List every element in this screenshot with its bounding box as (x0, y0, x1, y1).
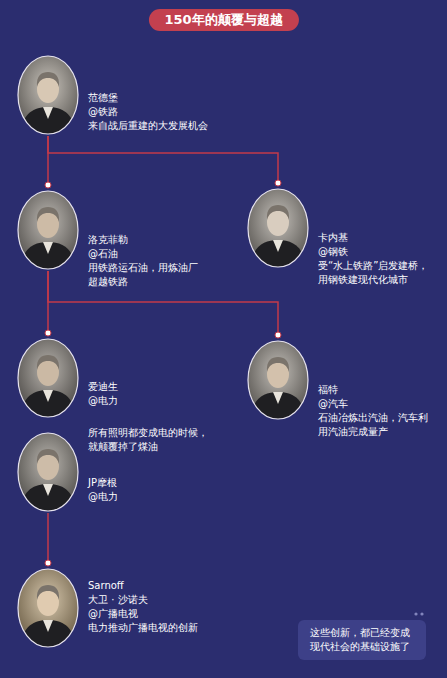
person-node: 福特@汽车石油冶炼出汽油，汽车利用汽油完成量产 (246, 340, 430, 439)
portrait-oval (16, 432, 80, 512)
description-text: 用铁路运石油，用炼油厂超越铁路 (88, 261, 200, 289)
portrait-oval (16, 338, 80, 418)
note-text: 这些创新，都已经变成现代社会的基础设施了 (310, 626, 414, 654)
person-name: 爱迪生 (88, 380, 212, 394)
portrait-oval (16, 568, 80, 648)
description-text: 石油冶炼出汽油，汽车利用汽油完成量产 (318, 411, 430, 439)
person-node: 卡内基@钢铁受“水上铁路”启发建桥，用钢铁建现代化城市 (246, 188, 431, 287)
description-text: 受“水上铁路”启发建桥，用钢铁建现代化城市 (318, 259, 431, 287)
connector-line (48, 136, 278, 183)
person-node: 范德堡@铁路来自战后重建的大发展机会 (16, 55, 228, 135)
note-box: 这些创新，都已经变成现代社会的基础设施了 (298, 620, 426, 660)
description-text: 大卫 · 沙诺夫 (88, 593, 218, 607)
junction-dot (45, 182, 51, 188)
junction-dot (45, 560, 51, 566)
portrait-oval (246, 340, 310, 420)
junction-dot (45, 330, 51, 336)
person-node: JP摩根@电力 (16, 432, 188, 512)
text-column: JP摩根@电力 (88, 432, 188, 504)
field-tag: @广播电视 (88, 607, 218, 621)
field-tag: @铁路 (88, 105, 228, 119)
text-column: 范德堡@铁路来自战后重建的大发展机会 (88, 55, 228, 133)
text-column: 洛克菲勒@石油用铁路运石油，用炼油厂超越铁路 (88, 190, 200, 289)
person-node: 洛克菲勒@石油用铁路运石油，用炼油厂超越铁路 (16, 190, 200, 289)
title-pill: 150年的颠覆与超越 (148, 9, 298, 31)
text-column: Sarnoff大卫 · 沙诺夫@广播电视电力推动广播电视的创新 (88, 568, 218, 635)
text-column: 卡内基@钢铁受“水上铁路”启发建桥，用钢铁建现代化城市 (318, 188, 431, 287)
field-tag: @钢铁 (318, 245, 431, 259)
portrait-oval (16, 55, 80, 135)
person-name: 洛克菲勒 (88, 233, 200, 247)
person-name: 范德堡 (88, 91, 228, 105)
field-tag: @电力 (88, 394, 212, 408)
field-tag: @汽车 (318, 397, 430, 411)
deco-dot (420, 612, 423, 615)
field-tag: @电力 (88, 490, 188, 504)
person-name: Sarnoff (88, 579, 218, 593)
person-name: 卡内基 (318, 231, 431, 245)
portrait-oval (16, 190, 80, 270)
description-text: 所有照明都变成电的时候，就颠覆掉了煤油 (88, 426, 212, 454)
text-column: 这些创新，都已经变成现代社会的基础设施了 (310, 626, 414, 654)
person-name: 福特 (318, 383, 430, 397)
person-name: JP摩根 (88, 476, 188, 490)
description-text: 来自战后重建的大发展机会 (88, 119, 228, 133)
connector-line (47, 513, 49, 563)
field-tag: @石油 (88, 247, 200, 261)
junction-dot (275, 332, 281, 338)
junction-dot (275, 180, 281, 186)
description-text: 电力推动广播电视的创新 (88, 621, 218, 635)
connector-line (48, 271, 278, 335)
person-node: Sarnoff大卫 · 沙诺夫@广播电视电力推动广播电视的创新 (16, 568, 218, 648)
deco-dot (414, 612, 417, 615)
portrait-oval (246, 188, 310, 268)
text-column: 福特@汽车石油冶炼出汽油，汽车利用汽油完成量产 (318, 340, 430, 439)
text-column: 爱迪生@电力所有照明都变成电的时候，就颠覆掉了煤油 (88, 338, 212, 454)
